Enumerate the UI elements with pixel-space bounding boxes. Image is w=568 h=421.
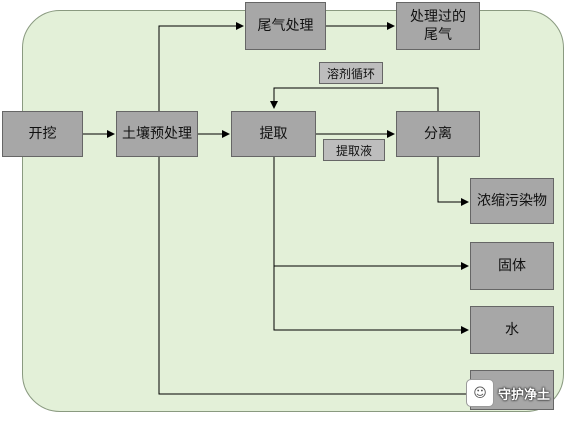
label-solvent-recycle: 溶剂循环 xyxy=(319,62,383,84)
edge-separation-to-concentrate xyxy=(437,157,469,206)
node-separation: 分离 xyxy=(396,111,480,157)
node-excavation: 开挖 xyxy=(2,111,83,157)
node-treated-off-gas: 处理过的 尾气 xyxy=(396,2,480,50)
node-water: 水 xyxy=(470,306,554,354)
watermark: ☺ 守护净土 xyxy=(466,378,564,408)
node-solids: 固体 xyxy=(470,242,554,290)
node-concentrated-contaminants: 浓缩污染物 xyxy=(470,178,554,224)
wechat-icon: ☺ xyxy=(466,379,494,407)
edge-solvent-recycle xyxy=(270,87,439,112)
label-extract-liquid: 提取液 xyxy=(323,139,385,161)
edge-pretreatment-to-offgas xyxy=(158,22,244,112)
watermark-text: 守护净土 xyxy=(498,387,551,403)
node-off-gas-treatment: 尾气处理 xyxy=(245,2,326,50)
edge-extraction-to-solids xyxy=(273,157,469,270)
node-extraction: 提取 xyxy=(231,111,316,157)
edge-extraction-to-water xyxy=(273,266,469,334)
node-soil-pretreatment: 土壤预处理 xyxy=(116,111,198,157)
edge-pretreatment-to-bottom xyxy=(158,157,470,395)
